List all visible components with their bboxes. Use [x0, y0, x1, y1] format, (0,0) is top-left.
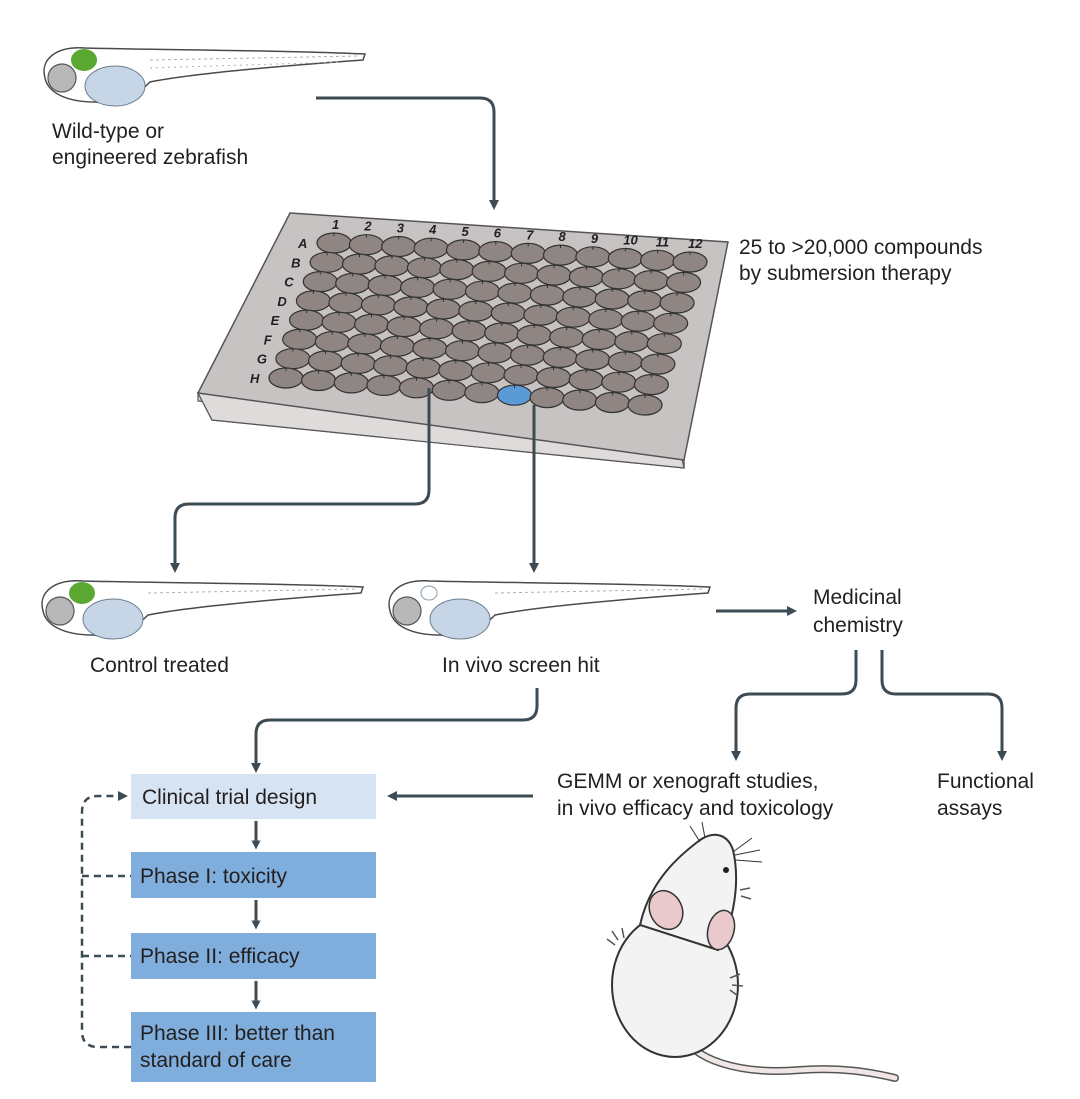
row-label: B — [291, 255, 300, 270]
fish-source-label: Wild-type or engineered zebrafish — [52, 120, 248, 169]
zebrafish-engineered — [43, 47, 367, 107]
functional-assays-label: Functional assays — [937, 770, 1040, 820]
column-label: 9 — [591, 231, 599, 246]
column-label: 8 — [559, 229, 567, 244]
well-grid — [268, 232, 708, 416]
row-label: A — [297, 236, 307, 251]
arrow-plate-to-control — [170, 388, 431, 573]
medicinal-chemistry-label: Medicinal chemistry — [813, 586, 908, 637]
phase-1-box — [131, 852, 376, 898]
screen-hit-label: In vivo screen hit — [442, 654, 600, 677]
feedback-arrowhead — [118, 791, 128, 801]
phase-2-label: Phase II: efficacy — [140, 945, 300, 968]
clinical-trial-design-box — [131, 774, 376, 819]
row-label: G — [257, 352, 267, 367]
row-label: D — [277, 294, 287, 309]
column-label: 11 — [656, 234, 670, 249]
row-label: C — [284, 275, 294, 290]
row-label: F — [264, 332, 273, 347]
feedback-loop-line — [80, 794, 131, 1049]
phase-3-box — [131, 1012, 376, 1082]
column-label: 3 — [397, 221, 405, 236]
fish-green-mark — [71, 49, 97, 71]
row-label: H — [250, 371, 260, 386]
column-label: 5 — [462, 224, 470, 239]
clinical-trial-design-label: Clinical trial design — [142, 786, 317, 809]
column-label: 7 — [526, 227, 534, 242]
column-label: 4 — [428, 222, 437, 237]
gemm-label: GEMM or xenograft studies, in vivo effic… — [557, 770, 834, 820]
arrow-hit-to-trial — [251, 688, 539, 773]
column-label: 6 — [494, 226, 502, 241]
column-label: 2 — [363, 219, 372, 234]
control-label: Control treated — [90, 654, 229, 677]
phase-2-box — [131, 933, 376, 979]
arrow-fish-to-plate — [316, 96, 499, 210]
phase-3-label: Phase III: better than standard of care — [140, 1022, 341, 1072]
compounds-label: 25 to >20,000 compounds by submersion th… — [739, 236, 988, 285]
zebrafish-screen-hit — [388, 580, 712, 640]
arrow-medchem-to-functional — [880, 650, 1007, 761]
zebrafish-control — [41, 580, 365, 640]
phase-1-label: Phase I: toxicity — [140, 865, 288, 888]
mouse-illustration — [606, 821, 899, 1082]
column-label: 1 — [332, 217, 339, 232]
arrow-medchem-to-gemm — [731, 650, 858, 761]
column-label: 12 — [688, 236, 703, 251]
row-label: E — [271, 313, 280, 328]
column-label: 10 — [623, 233, 638, 248]
